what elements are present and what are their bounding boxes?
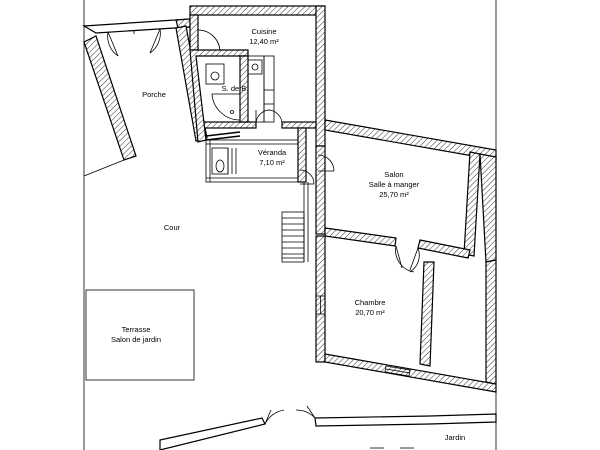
salon-subname: Salle à manger — [369, 180, 420, 189]
cuisine-label: Cuisine — [251, 27, 276, 36]
veranda-walls — [205, 127, 307, 183]
garden-wall — [159, 405, 497, 450]
terrasse-subname: Salon de jardin — [111, 335, 161, 344]
veranda-label: Véranda — [258, 148, 287, 157]
cuisine-area: 12,40 m² — [249, 37, 279, 46]
veranda-door[interactable] — [299, 169, 315, 185]
sdb-fixtures — [205, 63, 241, 121]
kitchen-counter — [245, 55, 275, 123]
stair-railing — [303, 182, 309, 262]
terrasse-label: Terrasse — [122, 325, 151, 334]
porche-label: Porche — [142, 90, 166, 99]
page-frame — [83, 0, 497, 450]
sdb-walls — [189, 49, 249, 143]
jardin-label: Jardin — [445, 433, 465, 442]
veranda-area: 7,10 m² — [259, 158, 285, 167]
chambre-label: Chambre — [355, 298, 386, 307]
cuisine-walls — [189, 5, 326, 147]
chambre-area: 20,70 m² — [355, 308, 385, 317]
chambre-right-corridor — [485, 259, 497, 385]
salon-walls — [315, 119, 497, 263]
chambre-walls — [315, 235, 497, 393]
staircase — [281, 211, 305, 263]
cour-label: Cour — [164, 223, 181, 232]
terrasse-area — [85, 289, 195, 381]
sdb-label: S. de B. — [222, 84, 249, 93]
porche-double-door[interactable] — [107, 28, 161, 57]
salon-label: Salon — [384, 170, 403, 179]
salon-area: 25,70 m² — [379, 190, 409, 199]
veranda-fixtures — [211, 147, 237, 175]
chambre-door[interactable] — [395, 245, 420, 273]
